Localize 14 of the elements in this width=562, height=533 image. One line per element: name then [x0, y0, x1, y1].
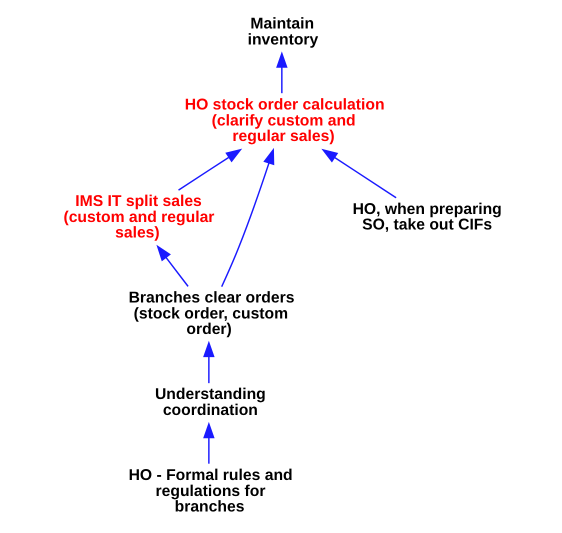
arrow [203, 340, 215, 384]
node-text: HO - Formal rules and regulations for branches [128, 467, 293, 516]
arrow [221, 148, 274, 287]
node-text: HO, when preparing SO, take out CIFs [352, 200, 502, 234]
arrow [276, 51, 288, 94]
arrow [178, 148, 242, 191]
arrow [203, 422, 215, 464]
node-text: Understanding coordination [154, 386, 266, 419]
arrow [321, 148, 397, 198]
node-text: Branches clear orders (stock order, custom order) [128, 290, 294, 338]
arrow [156, 244, 189, 287]
node-text: HO stock order calculation (clarify custom and regular sales) [184, 96, 385, 145]
node-text: IMS IT split sales (custom and regular sales) [63, 193, 214, 242]
node-text: Maintain inventory [248, 16, 318, 48]
